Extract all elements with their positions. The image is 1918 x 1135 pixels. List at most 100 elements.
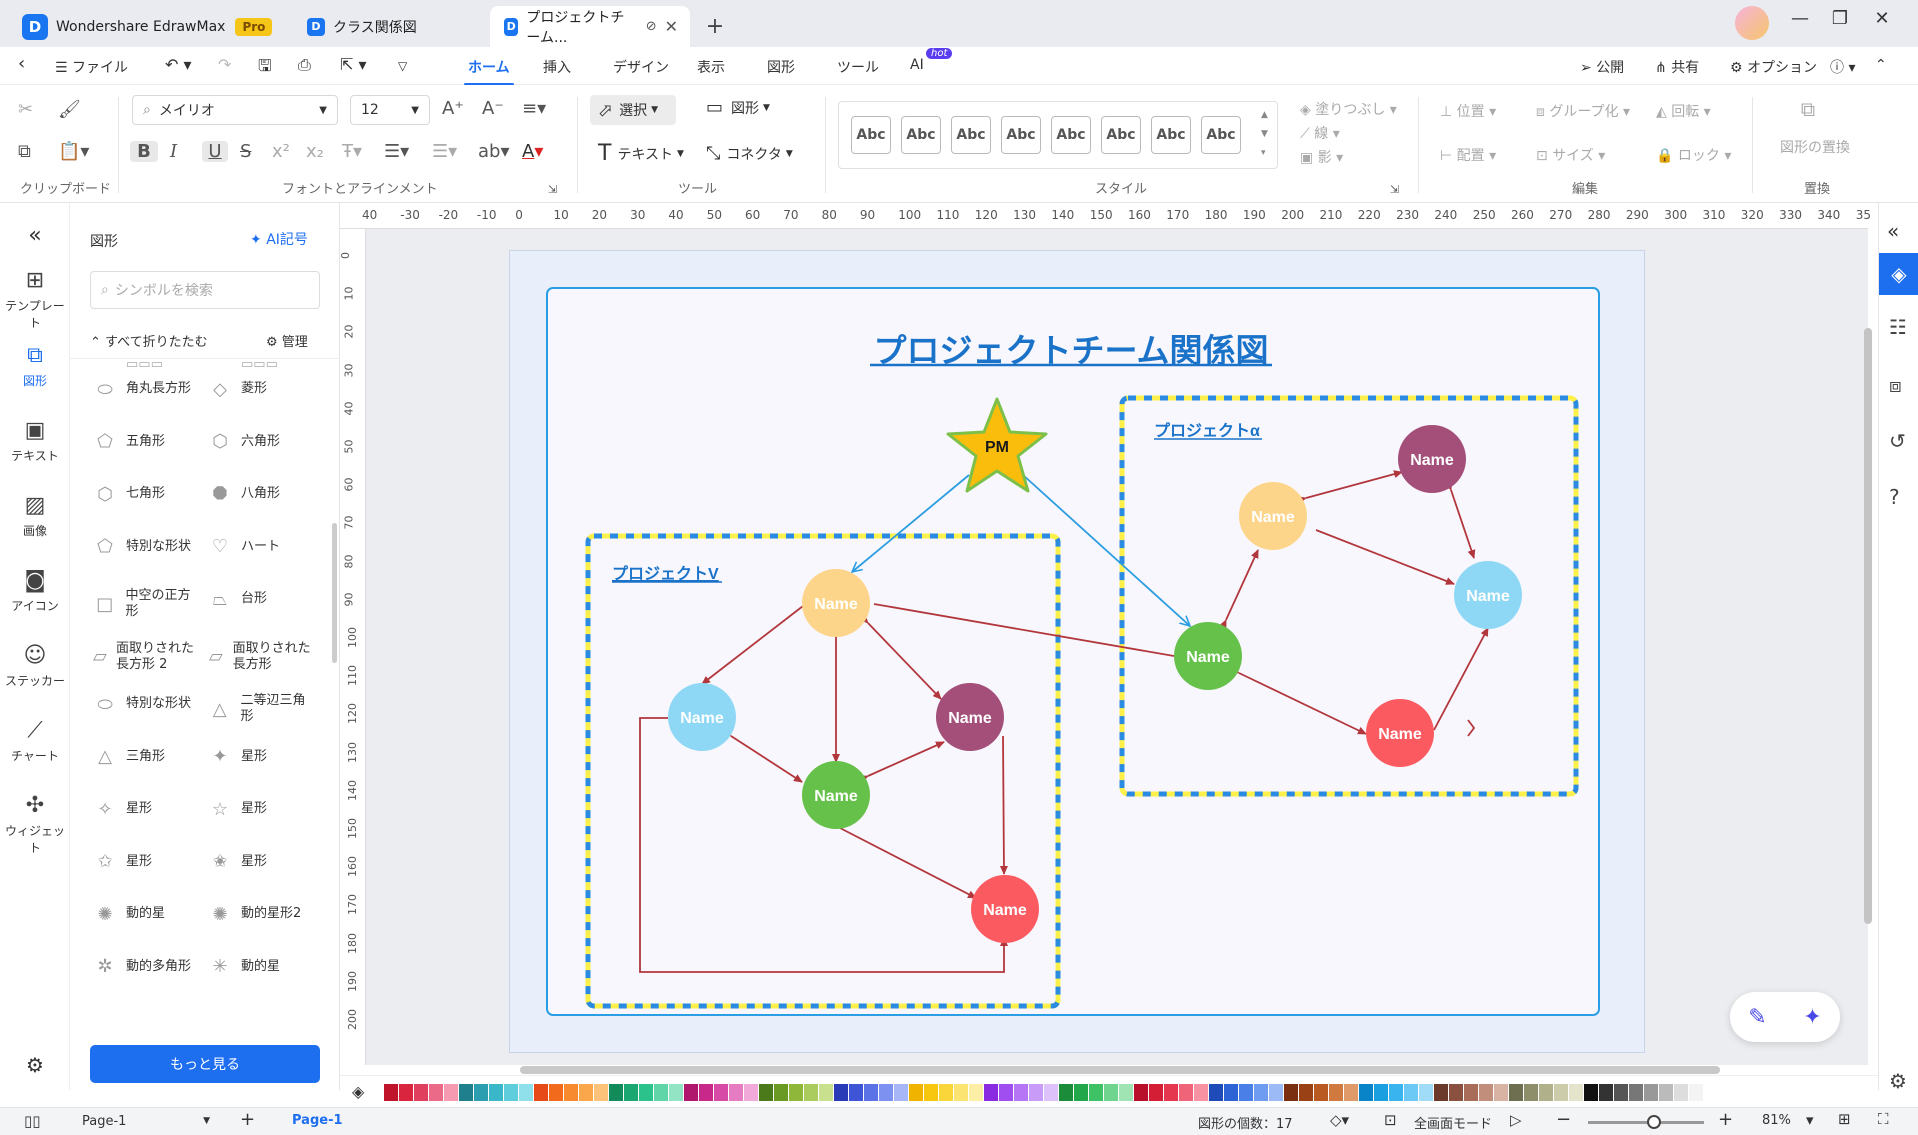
color-swatch[interactable] [669, 1084, 683, 1101]
decrease-font-icon[interactable]: A⁻ [482, 98, 504, 119]
rail-shape[interactable]: ⧉図形 [0, 343, 70, 389]
settings-icon[interactable]: ⚙ [26, 1053, 44, 1077]
connector-arrow[interactable] [701, 605, 804, 685]
node-v-green[interactable] [802, 761, 870, 829]
shape-item[interactable]: ▱面取りされた長方形 [205, 641, 317, 673]
save-icon[interactable]: 🖫 [258, 56, 272, 75]
menu-design[interactable]: デザイン [613, 60, 669, 76]
menu-shape[interactable]: 図形 [767, 60, 795, 76]
color-swatch[interactable] [1104, 1084, 1118, 1101]
color-swatch[interactable] [864, 1084, 878, 1101]
shape-item[interactable]: ⬠五角形 [90, 431, 202, 453]
increase-font-icon[interactable]: A⁺ [442, 98, 464, 119]
color-swatch[interactable] [1674, 1084, 1688, 1101]
color-swatch[interactable] [399, 1084, 413, 1101]
color-swatch[interactable] [1284, 1084, 1298, 1101]
shape-item[interactable]: ⬭角丸長方形 [90, 378, 202, 400]
gallery-scroll[interactable]: ▲▼▾ [1261, 110, 1268, 158]
close-tab-icon[interactable]: ✕ [664, 17, 678, 36]
menu-view[interactable]: 表示 [697, 60, 725, 76]
color-swatch[interactable] [1224, 1084, 1238, 1101]
page-layout-icon[interactable]: ▯▯ [24, 1112, 41, 1130]
font-size-select[interactable]: 12 ▼ [350, 95, 430, 125]
play-icon[interactable]: ▷ [1510, 1111, 1522, 1129]
color-swatch[interactable] [1119, 1084, 1133, 1101]
connector-arrow[interactable] [1230, 665, 1367, 735]
layers-icon[interactable]: ◇▾ [1330, 1111, 1350, 1129]
rail-icon[interactable]: ◙アイコン [0, 568, 70, 614]
color-swatch[interactable] [789, 1084, 803, 1101]
menu-insert[interactable]: 挿入 [543, 60, 571, 76]
diagram-frame[interactable] [546, 287, 1600, 1016]
color-swatch[interactable] [1614, 1084, 1628, 1101]
shape-item[interactable]: ◇菱形 [205, 378, 317, 400]
color-swatch[interactable] [1149, 1084, 1163, 1101]
color-swatch[interactable] [909, 1084, 923, 1101]
fit-page-icon[interactable]: ⊡ [1384, 1111, 1397, 1129]
shape-item[interactable]: ⬡七角形 [90, 483, 202, 505]
collapse-all-button[interactable]: ⌃ すべて折りたたむ [90, 335, 208, 350]
color-swatch[interactable] [1404, 1084, 1418, 1101]
color-swatch[interactable] [1554, 1084, 1568, 1101]
share-button[interactable]: ⋔ 共有 [1655, 60, 1700, 76]
rail-image[interactable]: ▨画像 [0, 493, 70, 539]
shape-item[interactable]: ⬡六角形 [205, 431, 317, 453]
help-icon[interactable]: ⓘ ▾ [1830, 60, 1856, 76]
color-swatch[interactable] [1299, 1084, 1313, 1101]
color-swatch[interactable] [1569, 1084, 1583, 1101]
connector-arrow[interactable] [1433, 627, 1489, 731]
new-tab-icon[interactable]: + [705, 14, 725, 39]
page-tab[interactable]: Page-1 [292, 1113, 343, 1128]
shape-item[interactable]: ☆星形 [205, 798, 317, 820]
font-dialog-icon[interactable]: ⇲ [548, 183, 558, 196]
panel-scrollbar[interactable] [332, 523, 337, 663]
color-swatch[interactable] [1479, 1084, 1493, 1101]
color-swatch[interactable] [489, 1084, 503, 1101]
underline-icon[interactable]: U [202, 141, 228, 162]
replace-shape-button[interactable]: 図形の置換 [1780, 140, 1850, 156]
zoom-dropdown-icon[interactable]: ▾ [1806, 1111, 1814, 1129]
menu-home[interactable]: ホーム [464, 57, 514, 86]
shape-item[interactable]: ⏢台形 [205, 588, 317, 610]
connector-arrow[interactable] [1219, 549, 1259, 629]
color-swatch[interactable] [1599, 1084, 1613, 1101]
zoom-slider-handle[interactable] [1646, 1115, 1661, 1129]
format-painter-icon[interactable]: 🖌 [58, 99, 81, 120]
select-tool[interactable]: ⬀選択▼ [590, 95, 676, 125]
presentation-icon[interactable]: ⧈ [1889, 373, 1902, 397]
color-swatch[interactable] [684, 1084, 698, 1101]
color-swatch[interactable] [624, 1084, 638, 1101]
rail-template[interactable]: ⊞テンプレート [0, 268, 70, 331]
color-swatch[interactable] [984, 1084, 998, 1101]
shape-item[interactable]: △三角形 [90, 746, 202, 768]
color-swatch[interactable] [1059, 1084, 1073, 1101]
paste-icon[interactable]: 📋▾ [58, 141, 90, 162]
node-v-blue[interactable] [668, 683, 736, 751]
app-tab[interactable]: D Wondershare EdrawMax Pro [0, 6, 285, 47]
color-swatch[interactable] [1419, 1084, 1433, 1101]
node-a-red[interactable] [1366, 699, 1434, 767]
shape-item[interactable]: ▱面取りされた長方形 2 [90, 641, 202, 673]
color-swatch[interactable] [804, 1084, 818, 1101]
color-swatch[interactable] [1539, 1084, 1553, 1101]
color-swatch[interactable] [609, 1084, 623, 1101]
color-swatch[interactable] [1494, 1084, 1508, 1101]
doc-tab-project-team[interactable]: D プロジェクトチーム... ⊘ ✕ [490, 6, 690, 47]
color-swatch[interactable] [1629, 1084, 1643, 1101]
zoom-in-icon[interactable]: + [1718, 1109, 1734, 1130]
shape-item[interactable]: □中空の正方形 [90, 588, 202, 620]
color-swatch[interactable] [1239, 1084, 1253, 1101]
ai-symbol-button[interactable]: ✦ AI記号 [250, 232, 308, 248]
style-preset[interactable]: Abc [1001, 116, 1041, 154]
more-dropdown-icon[interactable]: ▽ [398, 59, 408, 73]
bullet-list-icon[interactable]: ☰▾ [432, 141, 458, 162]
color-swatch[interactable] [1434, 1084, 1448, 1101]
text-align-icon[interactable]: ≡▾ [522, 98, 547, 119]
shape-item-partial[interactable]: ⏜▭▭▭ [90, 359, 163, 375]
color-swatch[interactable] [729, 1084, 743, 1101]
diagram-title[interactable]: プロジェクトチーム関係図 [873, 332, 1268, 369]
lock-button[interactable]: 🔒 ロック ▾ [1656, 148, 1732, 164]
